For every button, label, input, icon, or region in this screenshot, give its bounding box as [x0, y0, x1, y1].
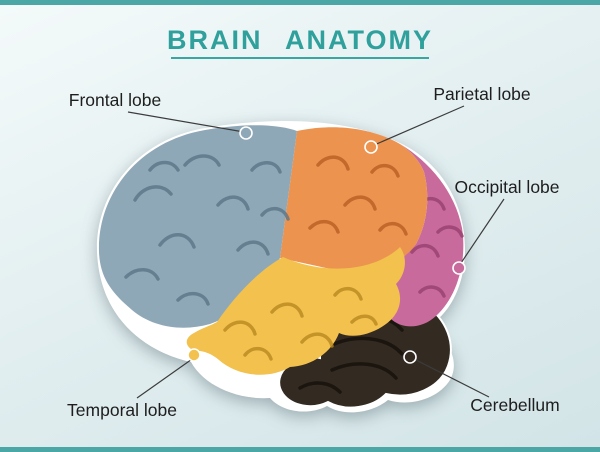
- label-temporal-lobe: Temporal lobe: [67, 400, 177, 420]
- occipital-lobe-shape: [381, 144, 464, 327]
- frontal-leader-line: [127, 111, 245, 133]
- frontal-gyri: [124, 154, 290, 306]
- label-occipital-lobe: Occipital lobe: [454, 177, 560, 197]
- cerebellum-dot: [403, 350, 417, 364]
- cerebellum-leader-line: [411, 357, 490, 398]
- frontal-lobe-shape: [98, 125, 297, 328]
- top-accent-bar: [0, 0, 600, 5]
- temporal-dot: [187, 348, 201, 362]
- occipital-leader-line: [458, 198, 505, 267]
- parietal-dot: [364, 140, 378, 154]
- frontal-dot: [239, 126, 253, 140]
- page-title: BRAIN ANATOMY: [167, 25, 433, 55]
- parietal-gyri: [308, 155, 408, 236]
- temporal-gyri: [223, 286, 378, 361]
- temporal-lobe-shape: [186, 247, 405, 375]
- bottom-accent-bar: [0, 447, 600, 452]
- parietal-leader-line: [371, 105, 465, 147]
- occipital-dot: [452, 261, 466, 275]
- label-cerebellum: Cerebellum: [470, 395, 560, 415]
- label-frontal-lobe: Frontal lobe: [68, 90, 162, 110]
- label-parietal-lobe: Parietal lobe: [433, 84, 531, 104]
- title-underline: [171, 57, 429, 59]
- temporal-leader-line: [136, 356, 196, 399]
